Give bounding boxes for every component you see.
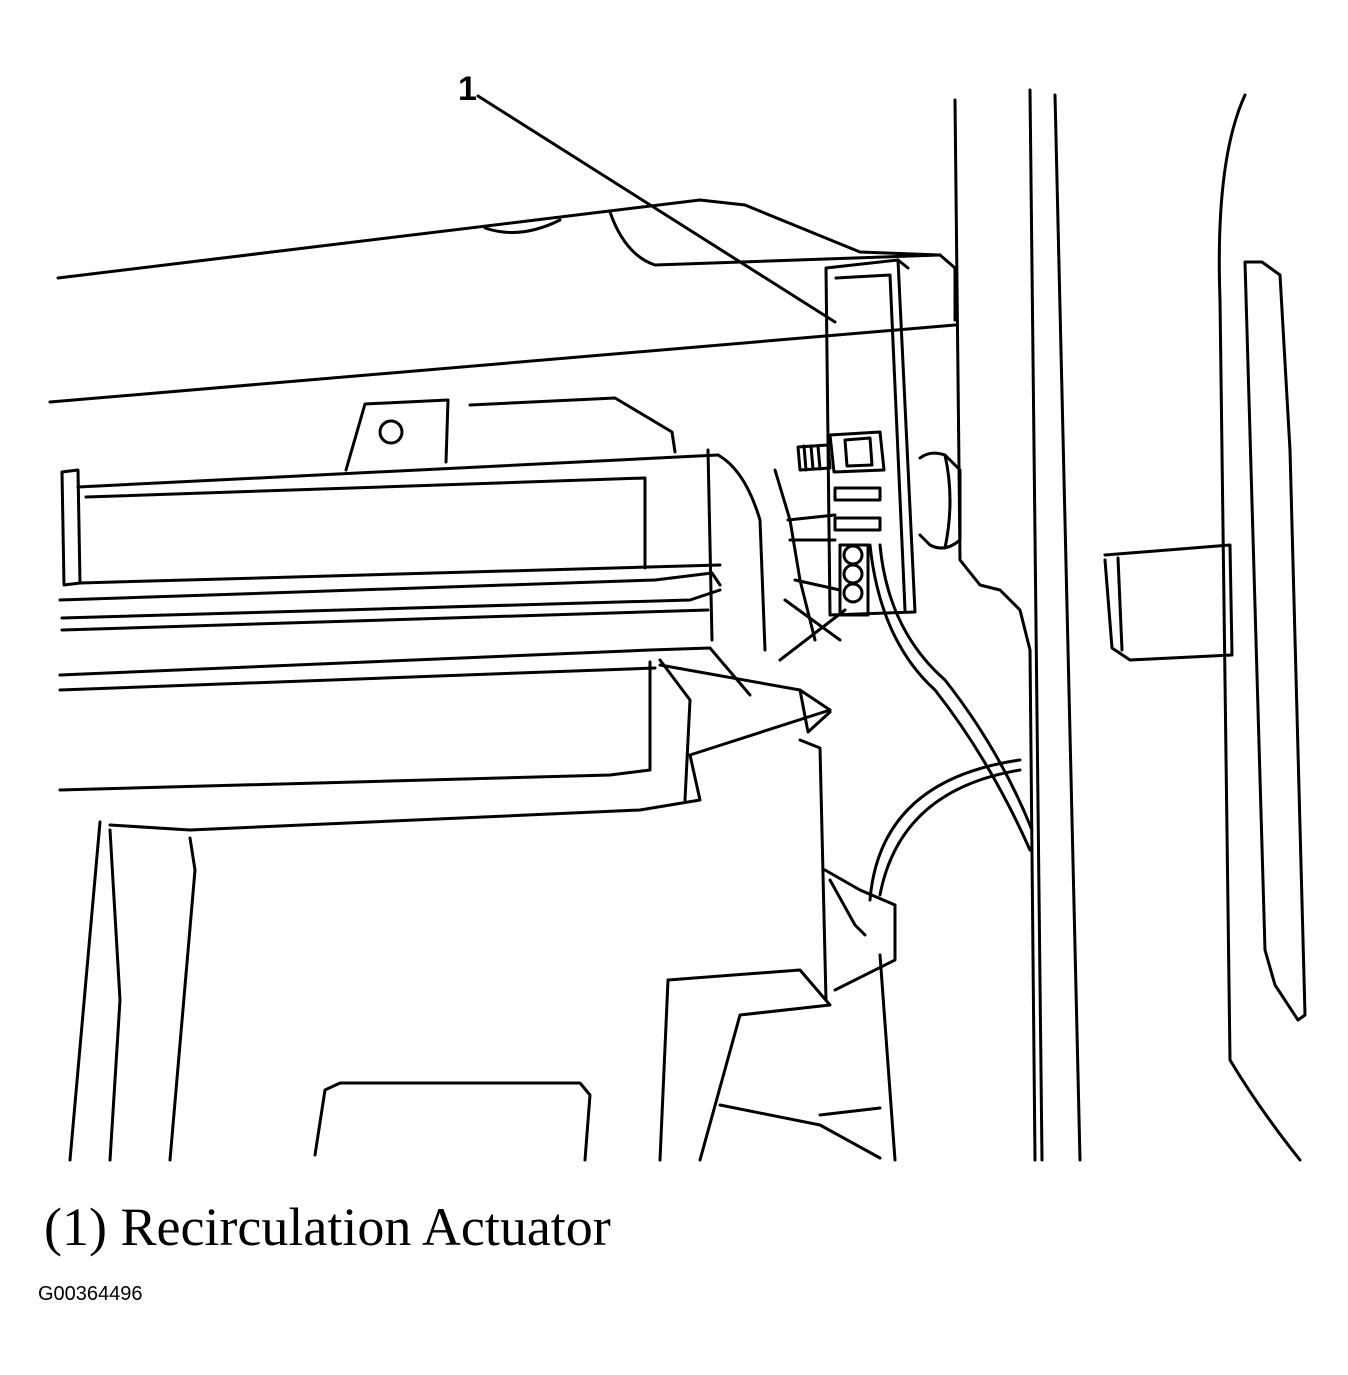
callout-leader-line [476, 94, 837, 324]
mounting-bolt [796, 430, 886, 474]
actuator-linkage [773, 468, 847, 662]
lower-housing [58, 646, 832, 1162]
recirculation-actuator [824, 258, 917, 617]
figure-caption: (1) Recirculation Actuator [44, 1197, 611, 1257]
callout-number: 1 [458, 70, 477, 108]
actuator-location-diagram [48, 88, 1307, 1162]
round-knob [918, 451, 962, 550]
side-bracket [313, 868, 897, 1162]
mounting-tab [344, 396, 677, 472]
figure-id: G00364496 [38, 1283, 143, 1305]
wiring-harness [868, 543, 1034, 902]
dash-top-cover [48, 198, 957, 404]
door-pillar [953, 88, 1302, 1162]
door-handle-recess [1103, 260, 1307, 1022]
air-duct-housing [58, 448, 767, 652]
